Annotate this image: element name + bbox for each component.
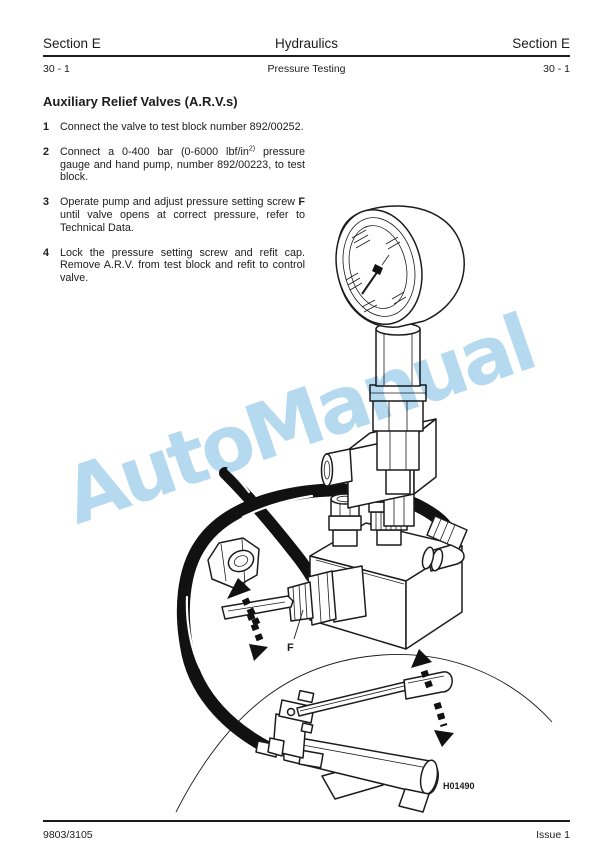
svg-text:F: F [287, 642, 294, 654]
hand-pump [255, 671, 453, 813]
header-title: Hydraulics [274, 36, 339, 51]
cap-nut [207, 537, 260, 589]
step-text: Connect the valve to test block number 8… [60, 121, 304, 133]
hydraulic-hose [176, 483, 454, 755]
part-label-f: F [287, 609, 304, 654]
header-subtitle: Pressure Testing [267, 63, 346, 75]
setting-screw-f [287, 565, 367, 626]
pump-stroke-arrows [411, 649, 454, 747]
step-1: 1 Connect the valve to test block number… [43, 121, 305, 134]
hose-free-end [219, 467, 317, 582]
step-4: 4 Lock the pressure setting screw and re… [43, 247, 305, 285]
page-footer: 9803/3105 Issue 1 [43, 820, 570, 841]
footer-publication-number: 9803/3105 [43, 829, 93, 841]
figure-code: H01490 [443, 781, 475, 791]
header-page-number-right: 30 - 1 [543, 63, 570, 75]
header-section-right: Section E [512, 36, 570, 51]
step-number: 2 [43, 145, 50, 158]
step-text: Operate pump and adjust pressure setting… [60, 196, 305, 234]
footer-issue: Issue 1 [536, 829, 570, 841]
step-number: 1 [43, 121, 50, 133]
section-heading: Auxiliary Relief Valves (A.R.V.s) [43, 94, 238, 109]
header-section-left: Section E [43, 36, 101, 51]
step-number: 4 [43, 246, 50, 259]
coupling-left [328, 493, 362, 547]
step-text: Lock the pressure setting screw and refi… [60, 246, 305, 285]
pump-handle [296, 681, 408, 717]
step-2: 2 Connect a 0-400 bar (0-6000 lbf/in2) p… [43, 145, 305, 184]
screwdriver [221, 595, 294, 620]
header-page-number-left: 30 - 1 [43, 63, 70, 75]
page-header: Section E Hydraulics Section E 30 - 1 Pr… [43, 36, 570, 75]
step-number: 3 [43, 196, 50, 209]
detail-arc [175, 653, 553, 813]
instruction-steps: 1 Connect the valve to test block number… [43, 121, 305, 297]
pressure-gauge [335, 205, 465, 328]
step-3: 3 Operate pump and adjust pressure setti… [43, 196, 305, 234]
screw-turn-arrows [227, 578, 268, 661]
hose-elbow-fitting [421, 515, 468, 572]
step-text: Connect a 0-400 bar (0-6000 lbf/in2) pre… [60, 145, 305, 184]
gauge-stem [369, 319, 427, 495]
